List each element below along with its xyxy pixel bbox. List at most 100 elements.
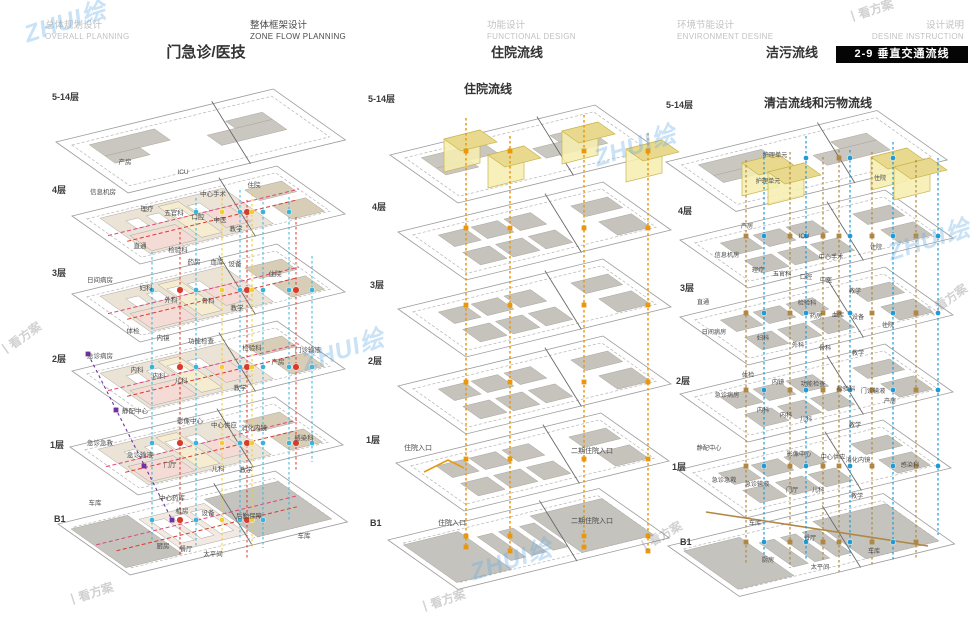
room-label: 体检 (742, 371, 754, 379)
nav-label-cn: 功能设计 (487, 20, 526, 31)
flow-node (803, 387, 809, 393)
flow-node (507, 533, 513, 539)
floor-plate-1层 (395, 412, 670, 512)
room-label: 血库 (832, 311, 844, 319)
flow-node (292, 439, 300, 447)
flow-node (286, 287, 292, 293)
room-label: 后勤保障 (236, 511, 263, 520)
room-label: 教学 (849, 287, 861, 295)
flow-node (761, 463, 767, 469)
room-label: 产房 (741, 222, 753, 230)
corridor-flow-line (127, 199, 298, 242)
flow-node (149, 440, 155, 446)
flow-node (249, 517, 255, 523)
flow-node (309, 287, 315, 293)
flow-node (820, 463, 826, 469)
flow-node (820, 233, 826, 239)
flow-node (913, 463, 919, 469)
flow-segment (423, 459, 465, 473)
room-label: 检验科 (798, 299, 817, 307)
floor-plate-B1 (667, 493, 956, 597)
room-label: 太平间 (203, 549, 223, 558)
room-label: 内镜 (157, 333, 171, 342)
flow-node (820, 310, 826, 316)
room-label: 门诊输液 (295, 345, 322, 354)
flow-node (249, 440, 255, 446)
flow-node (463, 379, 469, 385)
room-label: 静配中心 (122, 406, 149, 415)
flow-node (193, 517, 199, 523)
flow-node (581, 533, 587, 539)
room-label: 儿科 (812, 486, 824, 494)
corridor-flow-line (107, 343, 299, 392)
floor-label: 3层 (370, 280, 384, 290)
flow-node (309, 364, 315, 370)
diagram-inpatient: 住院入口二期住院入口住院入口二期住院入口5-14层4层3层2层1层B1住院流线住… (366, 45, 680, 590)
room-label: 车库 (868, 547, 880, 555)
floor-label: B1 (54, 514, 66, 524)
flow-node (581, 302, 587, 308)
flow-node (237, 517, 243, 523)
room-label: 产房 (272, 357, 285, 366)
room-label: 厨房 (762, 556, 774, 564)
room-label: 教学 (231, 303, 245, 312)
flow-node (176, 286, 184, 294)
room-label: 门诊输液 (861, 387, 886, 395)
room-label: 住院 (874, 174, 886, 182)
room-label: 内科 (780, 411, 792, 419)
flow-node (249, 364, 255, 370)
flow-node (286, 209, 292, 215)
corridor-flow-line (127, 354, 298, 397)
flow-node (463, 302, 469, 308)
room-label: 产房 (884, 397, 896, 405)
room-label: 妇科 (757, 334, 769, 342)
room-label: 感染科 (901, 461, 920, 469)
corridor-flow-line (127, 277, 298, 320)
diagram-title: 住院流线 (491, 45, 543, 60)
section-badge[interactable]: 2-9 垂直交通流线 (836, 46, 968, 63)
floor-label: 5-14层 (52, 92, 79, 102)
floor-label: B1 (680, 537, 692, 547)
room-label: 体检 (127, 326, 141, 335)
flow-node (847, 539, 853, 545)
flow-node (581, 225, 587, 231)
flow-node (463, 533, 469, 539)
room-label: 内科 (131, 365, 145, 374)
flow-node (761, 233, 767, 239)
diagram-title: 洁污流线 (766, 45, 818, 60)
flow-node (761, 387, 767, 393)
room-label: 护理单元 (756, 177, 781, 185)
room-label: 车库 (298, 531, 312, 540)
room-label: 消化内镜 (241, 423, 268, 432)
room-label: 车库 (89, 498, 103, 507)
floor-label: 3层 (52, 268, 66, 278)
room-label: 直通 (134, 241, 148, 250)
diagram-clean-waste: 护理单元护理单元住院产房ICU住院信息机房中心手术理疗五官科口腔中医教学直通检验… (665, 45, 956, 597)
room-label: 住院入口 (404, 443, 432, 452)
flow-node (787, 310, 793, 316)
flow-node (935, 233, 941, 239)
diagram-subtitle: 住院流线 (464, 81, 512, 96)
flow-node (890, 387, 896, 393)
flow-node (193, 364, 199, 370)
room-label: 车库 (749, 519, 761, 527)
flow-node (645, 148, 651, 154)
flow-node (847, 155, 853, 161)
floor-label: 3层 (680, 283, 694, 293)
room-label: 机房 (176, 506, 189, 515)
room-label: 护理单元 (763, 151, 788, 159)
flow-node (847, 310, 853, 316)
room-label: 急诊急救 (87, 438, 114, 447)
floor-label: 1层 (50, 440, 64, 450)
floor-plate-3层 (679, 266, 954, 366)
floor-label: 4层 (52, 185, 66, 195)
flow-segment (87, 353, 173, 521)
flow-node (149, 517, 155, 523)
flow-node (176, 439, 184, 447)
flow-node (935, 310, 941, 316)
